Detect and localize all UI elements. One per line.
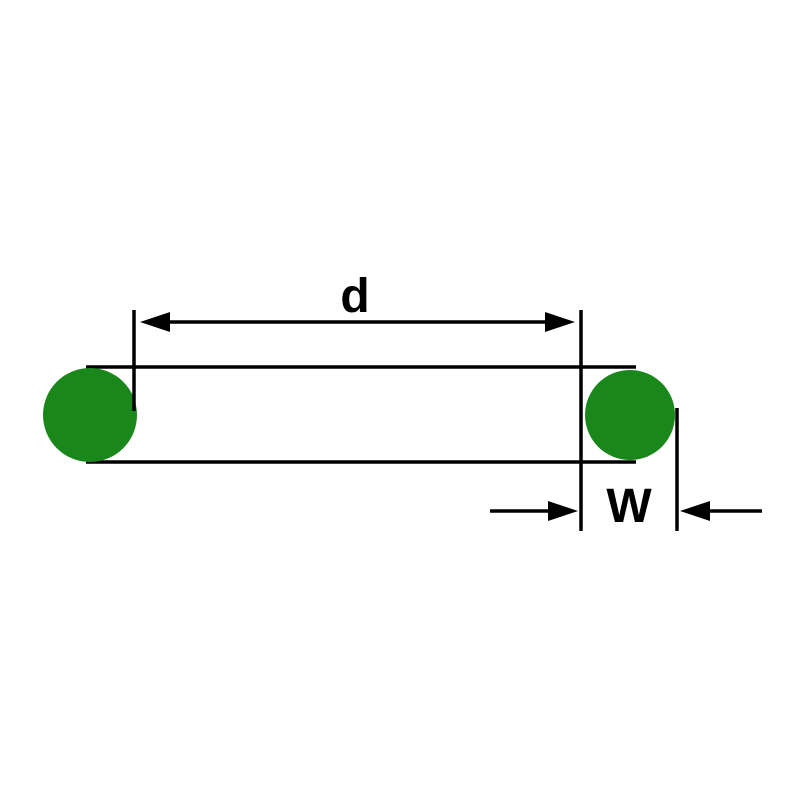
w-arrowhead-right	[680, 501, 710, 521]
right-cross-section-circle	[585, 370, 675, 460]
w-label: W	[606, 480, 652, 533]
left-cross-section-circle	[43, 368, 137, 462]
d-arrowhead-right	[545, 312, 575, 332]
w-arrowhead-left	[548, 501, 578, 521]
d-label: d	[340, 270, 369, 323]
d-arrowhead-left	[140, 312, 170, 332]
